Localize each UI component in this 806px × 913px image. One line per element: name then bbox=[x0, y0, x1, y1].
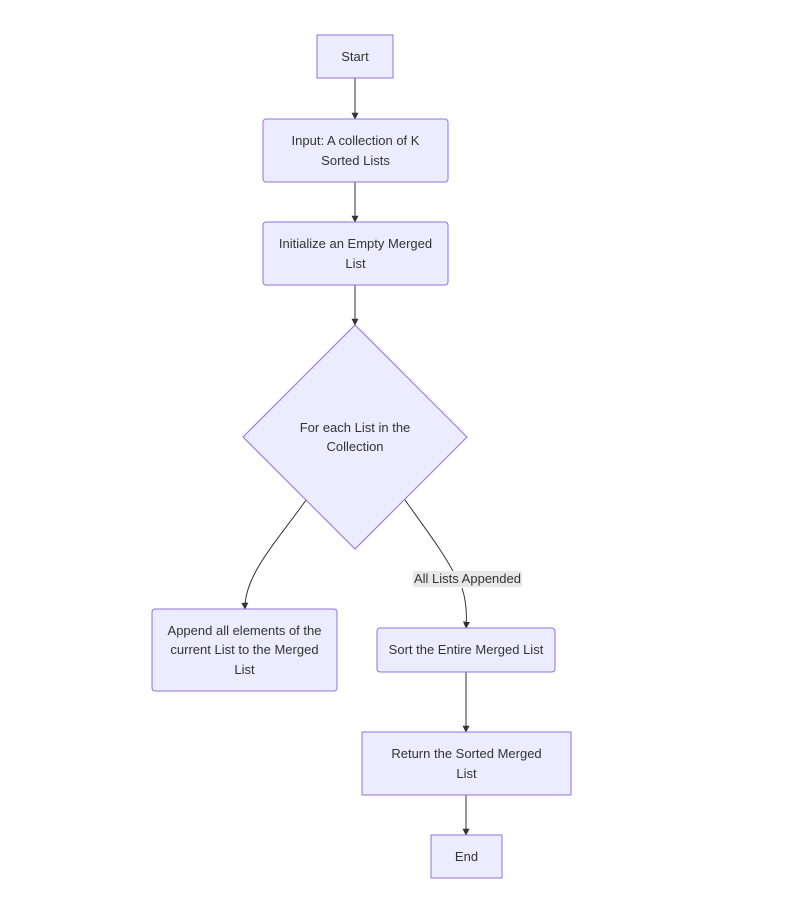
node-sort bbox=[376, 627, 556, 673]
node-init bbox=[262, 221, 449, 286]
node-input bbox=[262, 118, 449, 183]
label-end: End bbox=[454, 848, 479, 864]
label-return: Return the Sorted Merged List bbox=[391, 746, 542, 781]
label-start: Start bbox=[341, 48, 369, 64]
label-loop: For each List in the Collection bbox=[299, 419, 411, 455]
node-loop-decision bbox=[242, 324, 468, 550]
edge-loop-to-sort bbox=[404, 499, 466, 628]
node-start bbox=[316, 34, 394, 79]
node-end bbox=[430, 834, 503, 879]
node-return bbox=[361, 731, 572, 796]
edge-label-all-lists-appended: All Lists Appended bbox=[413, 571, 522, 587]
edge-loop-to-append bbox=[241, 499, 307, 610]
label-append: Append all elements of the current List … bbox=[167, 622, 322, 677]
label-input: Input: A collection of K Sorted Lists bbox=[291, 133, 420, 168]
label-init: Initialize an Empty Merged List bbox=[278, 236, 433, 271]
label-sort: Sort the Entire Merged List bbox=[388, 642, 544, 658]
node-append bbox=[151, 608, 338, 692]
